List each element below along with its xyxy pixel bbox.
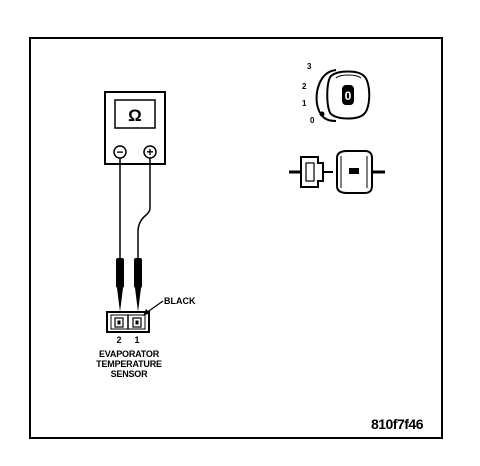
pin-1-contact — [135, 320, 139, 325]
test-leads — [116, 158, 151, 312]
key-slot-symbol: 0 — [345, 89, 352, 103]
ohmmeter-display — [114, 99, 156, 129]
negative-probe-handle — [116, 258, 124, 288]
pin-label-1: 1 — [134, 335, 139, 345]
key-position-1: 1 — [302, 99, 307, 108]
female-connector-tab — [349, 168, 359, 174]
ohm-symbol: Ω — [128, 106, 142, 125]
positive-terminal-symbol: + — [146, 145, 153, 159]
connector-disconnected-icon — [289, 150, 385, 194]
black-callout-leader — [145, 300, 164, 314]
male-connector-latch — [305, 162, 315, 182]
sensor-label-line-1: EVAPORATOR — [99, 349, 160, 359]
negative-probe-tip — [117, 288, 123, 312]
figure-code: 810f7f46 — [371, 416, 424, 432]
sensor-label-line-2: TEMPERATURE — [96, 359, 162, 369]
key-cylinder-arc — [315, 69, 337, 122]
ohmmeter: Ω − + — [104, 91, 166, 165]
positive-probe-handle — [134, 258, 142, 288]
black-callout-arrowhead — [143, 309, 150, 316]
sensor-connector: 2 1 — [106, 311, 150, 345]
diagram-frame — [29, 37, 443, 439]
key-position-3: 3 — [307, 62, 312, 71]
sensor-label: EVAPORATOR TEMPERATURE SENSOR — [96, 349, 162, 379]
pin-label-2: 2 — [116, 335, 121, 345]
key-position-0: 0 — [310, 116, 315, 125]
pin-2-contact — [117, 320, 121, 325]
key-position-2: 2 — [302, 82, 307, 91]
key-slot — [342, 85, 354, 105]
sensor-label-line-3: SENSOR — [111, 369, 149, 379]
negative-terminal-symbol: − — [116, 145, 123, 159]
key-position-marker — [319, 111, 325, 117]
positive-probe-tip — [135, 288, 141, 312]
black-wire-label: BLACK — [164, 296, 196, 306]
positive-lead-wire — [137, 158, 151, 258]
black-wire-callout: BLACK — [143, 296, 196, 316]
key-head-shadow — [335, 74, 362, 79]
ignition-key-icon: 3 2 1 0 0 — [302, 62, 371, 125]
